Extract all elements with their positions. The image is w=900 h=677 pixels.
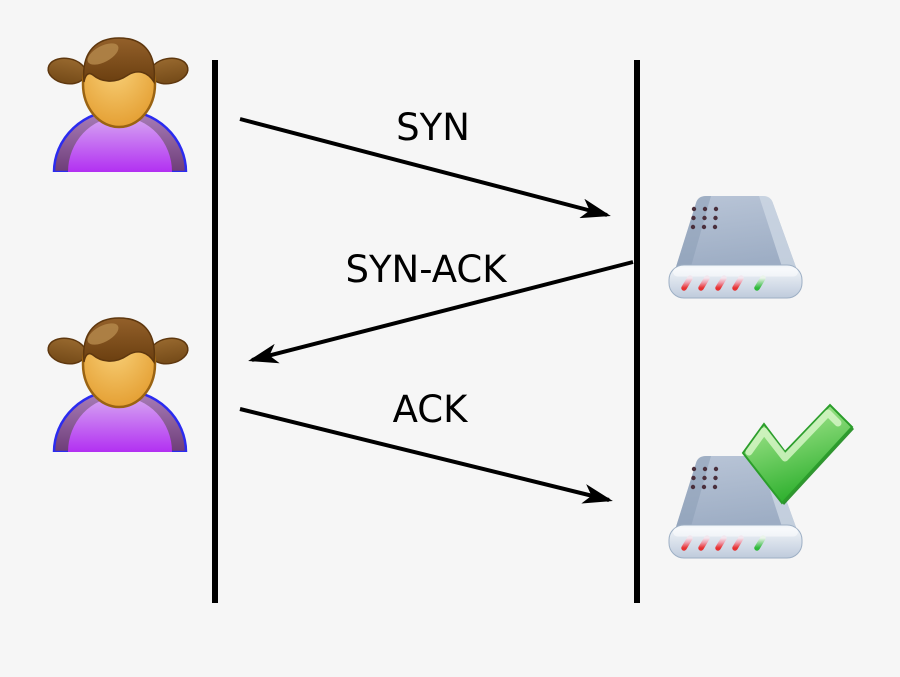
status-leds — [681, 535, 766, 551]
red-led — [732, 535, 744, 551]
red-led — [681, 535, 693, 551]
left-pigtail — [47, 57, 87, 85]
red-led — [698, 535, 710, 551]
front-panel-sheen — [673, 267, 798, 277]
device-left-edge — [675, 196, 711, 270]
girl-body-inner — [68, 397, 172, 452]
network-device-icon — [668, 196, 803, 299]
hair-highlight — [87, 323, 119, 345]
girl-user-icon — [47, 317, 189, 452]
ack-label: ACK — [392, 388, 468, 431]
green-led — [754, 535, 766, 551]
status-leds — [681, 275, 766, 291]
vent-dots — [690, 466, 719, 490]
syn-arrow — [239, 117, 611, 219]
red-led — [698, 275, 710, 291]
device-left-edge — [675, 456, 711, 530]
girl-body-inner — [68, 117, 172, 172]
green-check-icon — [741, 403, 854, 505]
red-led — [681, 275, 693, 291]
client-lifeline — [212, 60, 218, 603]
red-led — [732, 275, 744, 291]
ack-arrow — [239, 407, 613, 504]
left-pigtail — [47, 337, 87, 365]
green-led — [754, 275, 766, 291]
front-panel-sheen — [673, 527, 798, 537]
hair-highlight — [87, 43, 119, 65]
red-led — [715, 535, 727, 551]
device-right-edge — [759, 196, 797, 270]
syn-ack-arrow — [248, 260, 634, 364]
syn-label: SYN — [396, 106, 470, 149]
vent-dots — [690, 206, 719, 230]
red-led — [715, 275, 727, 291]
syn-ack-label: SYN-ACK — [345, 248, 507, 291]
check-face — [741, 403, 854, 505]
girl-user-icon — [47, 37, 189, 172]
check-gloss — [745, 409, 842, 462]
server-lifeline — [634, 60, 640, 603]
